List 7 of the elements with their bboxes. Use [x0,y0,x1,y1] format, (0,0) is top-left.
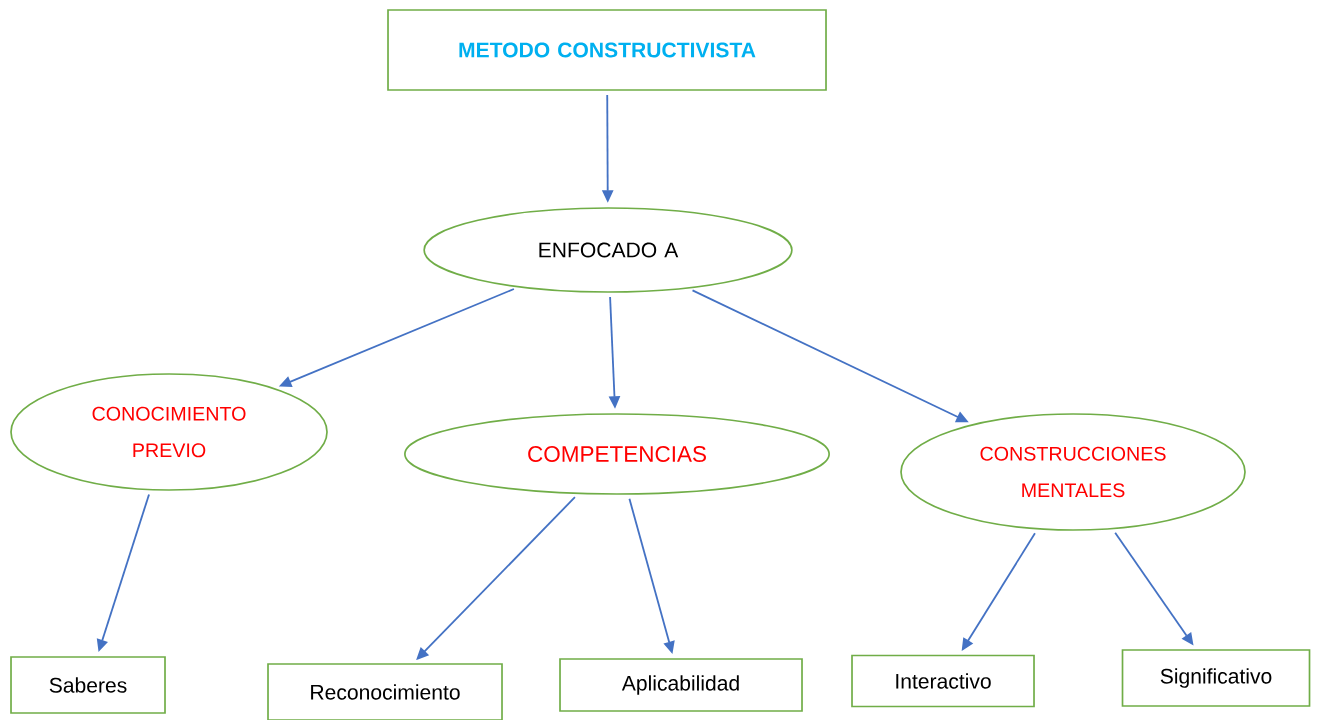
concept-box: Interactivo [851,654,1035,708]
concept-box: METODO CONSTRUCTIVISTA [387,9,827,91]
concept-box: Reconocimiento [267,663,503,720]
concept-box: Aplicabilidad [559,658,803,712]
arrow [961,532,1036,651]
concept-box: Saberes [10,656,166,714]
concept-box: Significativo [1121,649,1311,707]
